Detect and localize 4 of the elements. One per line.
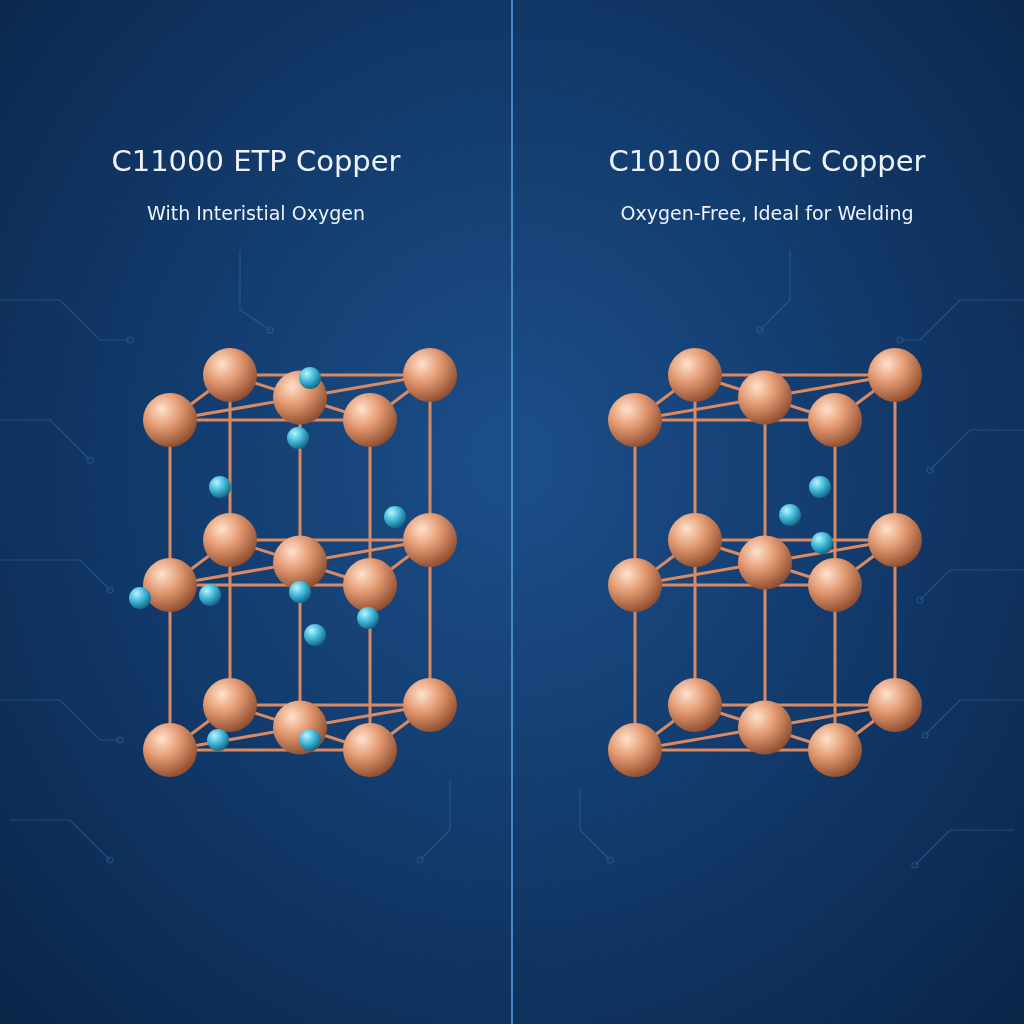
panel-heading: C11000 ETP Copper: [110, 144, 402, 178]
panel-heading: C10100 OFHC Copper: [607, 144, 927, 178]
panel-subtitle: Oxygen-Free, Ideal for Welding: [619, 202, 915, 224]
panel-subtitle: With Interistial Oxygen: [146, 202, 366, 224]
